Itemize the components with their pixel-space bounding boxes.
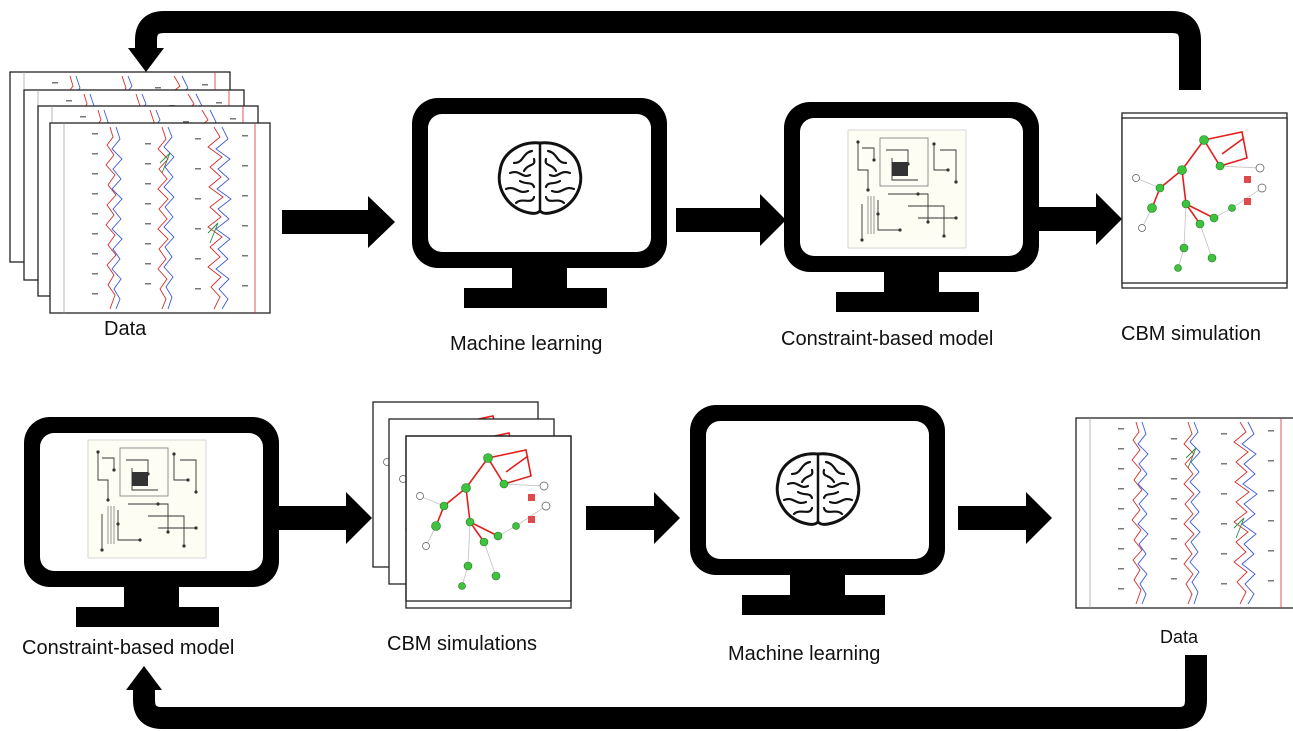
metabolic-network-icon <box>372 401 572 602</box>
label-top-cbm-simulation: CBM simulation <box>1121 323 1262 345</box>
label-top-constraint-model: Constraint-based model <box>781 328 994 350</box>
feedback-arrow-icon <box>133 655 1207 729</box>
right-arrow-icon <box>586 492 680 544</box>
right-arrow-icon <box>1030 193 1122 245</box>
metabolic-model-map <box>87 439 207 559</box>
chromatogram-data-icon <box>9 71 271 314</box>
label-bottom-machine-learning: Machine learning <box>728 643 881 665</box>
label-bottom-cbm-simulations: CBM simulations <box>387 633 538 655</box>
right-arrow-icon <box>278 492 372 544</box>
feedback-arrow-icon <box>135 11 1201 90</box>
feedback-arrow-head <box>128 48 164 72</box>
metabolic-network-icon <box>1121 112 1288 289</box>
label-top-data: Data <box>104 318 147 340</box>
brain-icon <box>775 452 861 526</box>
label-bottom-constraint-model: Constraint-based model <box>22 637 235 659</box>
metabolic-model-map <box>847 129 967 249</box>
right-arrow-icon <box>676 194 786 246</box>
right-arrow-icon <box>958 492 1052 544</box>
label-top-machine-learning: Machine learning <box>450 333 603 355</box>
feedback-arrow-head <box>126 666 162 690</box>
chromatogram-data-icon <box>1075 417 1293 609</box>
label-bottom-data: Data <box>1160 627 1199 647</box>
brain-icon <box>497 141 583 215</box>
right-arrow-icon <box>282 196 395 248</box>
